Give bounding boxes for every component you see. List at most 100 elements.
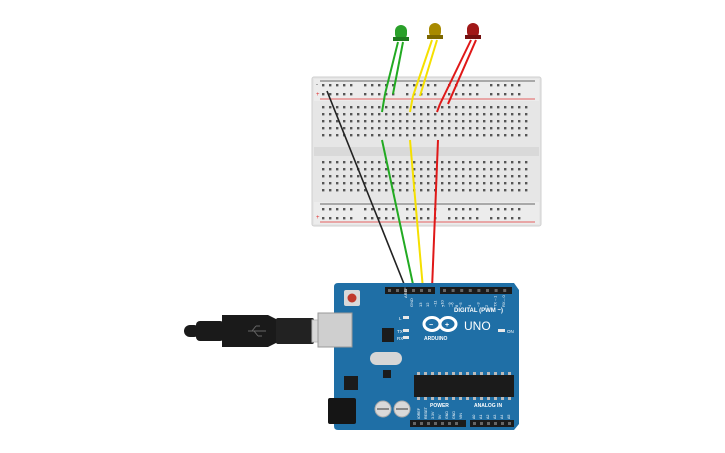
breadboard-hole[interactable] bbox=[322, 84, 325, 87]
breadboard-hole[interactable] bbox=[490, 127, 493, 130]
breadboard-hole[interactable] bbox=[490, 84, 493, 87]
breadboard-hole[interactable] bbox=[322, 208, 325, 211]
breadboard-hole[interactable] bbox=[483, 120, 486, 123]
breadboard-hole[interactable] bbox=[448, 161, 451, 164]
breadboard-hole[interactable] bbox=[343, 93, 346, 96]
breadboard-hole[interactable] bbox=[413, 106, 416, 109]
breadboard-hole[interactable] bbox=[371, 208, 374, 211]
breadboard-hole[interactable] bbox=[511, 175, 514, 178]
breadboard-hole[interactable] bbox=[427, 93, 430, 96]
breadboard-hole[interactable] bbox=[448, 208, 451, 211]
breadboard-hole[interactable] bbox=[392, 217, 395, 220]
breadboard-hole[interactable] bbox=[385, 120, 388, 123]
breadboard-hole[interactable] bbox=[469, 120, 472, 123]
breadboard-hole[interactable] bbox=[420, 134, 423, 137]
breadboard-hole[interactable] bbox=[434, 134, 437, 137]
breadboard-hole[interactable] bbox=[343, 168, 346, 171]
breadboard-hole[interactable] bbox=[504, 208, 507, 211]
breadboard-hole[interactable] bbox=[441, 113, 444, 116]
breadboard-hole[interactable] bbox=[469, 182, 472, 185]
breadboard-hole[interactable] bbox=[336, 189, 339, 192]
breadboard-hole[interactable] bbox=[343, 217, 346, 220]
breadboard-hole[interactable] bbox=[343, 208, 346, 211]
breadboard-hole[interactable] bbox=[462, 182, 465, 185]
breadboard-hole[interactable] bbox=[364, 134, 367, 137]
breadboard-hole[interactable] bbox=[371, 127, 374, 130]
breadboard-hole[interactable] bbox=[364, 113, 367, 116]
breadboard-hole[interactable] bbox=[490, 106, 493, 109]
breadboard-hole[interactable] bbox=[385, 106, 388, 109]
breadboard-hole[interactable] bbox=[476, 106, 479, 109]
breadboard-hole[interactable] bbox=[462, 127, 465, 130]
breadboard-hole[interactable] bbox=[385, 168, 388, 171]
breadboard-hole[interactable] bbox=[322, 182, 325, 185]
breadboard-hole[interactable] bbox=[399, 189, 402, 192]
breadboard-hole[interactable] bbox=[371, 182, 374, 185]
breadboard-hole[interactable] bbox=[455, 189, 458, 192]
breadboard-hole[interactable] bbox=[497, 84, 500, 87]
breadboard-hole[interactable] bbox=[364, 93, 367, 96]
breadboard-hole[interactable] bbox=[462, 161, 465, 164]
breadboard-hole[interactable] bbox=[497, 161, 500, 164]
breadboard-hole[interactable] bbox=[350, 106, 353, 109]
breadboard-hole[interactable] bbox=[420, 175, 423, 178]
breadboard-hole[interactable] bbox=[441, 127, 444, 130]
header-pin[interactable] bbox=[508, 422, 511, 425]
breadboard-hole[interactable] bbox=[406, 168, 409, 171]
breadboard-hole[interactable] bbox=[406, 161, 409, 164]
breadboard-hole[interactable] bbox=[434, 120, 437, 123]
breadboard[interactable]: + - + bbox=[311, 76, 542, 227]
breadboard-hole[interactable] bbox=[399, 127, 402, 130]
breadboard-hole[interactable] bbox=[434, 93, 437, 96]
breadboard-hole[interactable] bbox=[329, 93, 332, 96]
breadboard-hole[interactable] bbox=[350, 120, 353, 123]
breadboard-hole[interactable] bbox=[455, 113, 458, 116]
breadboard-hole[interactable] bbox=[476, 161, 479, 164]
breadboard-hole[interactable] bbox=[350, 161, 353, 164]
breadboard-hole[interactable] bbox=[525, 106, 528, 109]
header-pin[interactable] bbox=[448, 422, 451, 425]
breadboard-hole[interactable] bbox=[483, 134, 486, 137]
breadboard-hole[interactable] bbox=[364, 84, 367, 87]
breadboard-hole[interactable] bbox=[350, 93, 353, 96]
breadboard-hole[interactable] bbox=[371, 217, 374, 220]
breadboard-hole[interactable] bbox=[469, 168, 472, 171]
header-pin[interactable] bbox=[443, 289, 446, 292]
breadboard-hole[interactable] bbox=[413, 120, 416, 123]
breadboard-hole[interactable] bbox=[427, 168, 430, 171]
breadboard-hole[interactable] bbox=[399, 120, 402, 123]
breadboard-hole[interactable] bbox=[476, 127, 479, 130]
breadboard-hole[interactable] bbox=[343, 161, 346, 164]
breadboard-hole[interactable] bbox=[455, 208, 458, 211]
breadboard-hole[interactable] bbox=[483, 127, 486, 130]
header-pin[interactable] bbox=[503, 289, 507, 292]
breadboard-hole[interactable] bbox=[392, 120, 395, 123]
breadboard-hole[interactable] bbox=[441, 189, 444, 192]
breadboard-hole[interactable] bbox=[441, 134, 444, 137]
reset-button[interactable] bbox=[344, 290, 360, 306]
breadboard-hole[interactable] bbox=[525, 175, 528, 178]
breadboard-hole[interactable] bbox=[385, 175, 388, 178]
breadboard-hole[interactable] bbox=[483, 175, 486, 178]
breadboard-hole[interactable] bbox=[448, 182, 451, 185]
breadboard-hole[interactable] bbox=[476, 189, 479, 192]
breadboard-hole[interactable] bbox=[406, 84, 409, 87]
breadboard-hole[interactable] bbox=[462, 113, 465, 116]
breadboard-hole[interactable] bbox=[413, 84, 416, 87]
breadboard-hole[interactable] bbox=[420, 113, 423, 116]
breadboard-hole[interactable] bbox=[378, 113, 381, 116]
header-pin[interactable] bbox=[494, 289, 498, 292]
breadboard-hole[interactable] bbox=[483, 161, 486, 164]
breadboard-hole[interactable] bbox=[476, 134, 479, 137]
breadboard-hole[interactable] bbox=[504, 134, 507, 137]
breadboard-hole[interactable] bbox=[406, 208, 409, 211]
breadboard-hole[interactable] bbox=[469, 208, 472, 211]
breadboard-hole[interactable] bbox=[455, 120, 458, 123]
breadboard-hole[interactable] bbox=[336, 113, 339, 116]
breadboard-hole[interactable] bbox=[427, 120, 430, 123]
breadboard-hole[interactable] bbox=[518, 134, 521, 137]
breadboard-hole[interactable] bbox=[462, 120, 465, 123]
breadboard-hole[interactable] bbox=[455, 182, 458, 185]
breadboard-hole[interactable] bbox=[420, 182, 423, 185]
breadboard-hole[interactable] bbox=[336, 84, 339, 87]
